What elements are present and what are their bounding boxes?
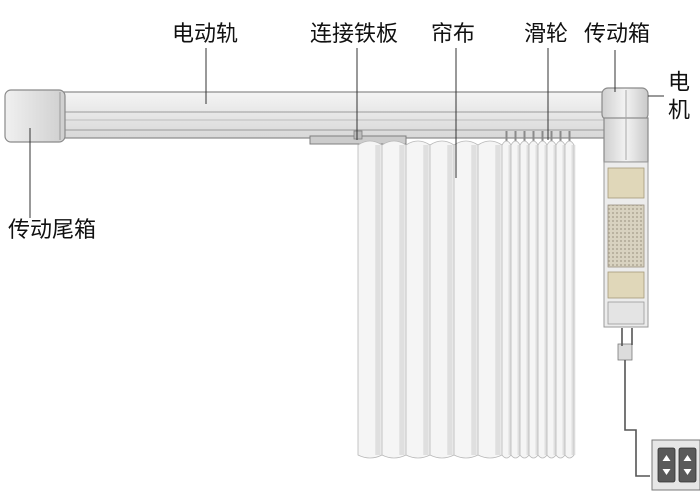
tail-box-body <box>4 89 66 143</box>
iron-plate-clip <box>353 130 363 140</box>
label-gearbox: 传动箱 <box>584 22 651 47</box>
curtain-fold-shade-wide-2 <box>423 145 429 455</box>
pulley-hook-1 <box>514 131 517 145</box>
pulley-hook-4 <box>541 131 544 145</box>
motor-gear-top <box>607 167 645 199</box>
transmission-tail-box <box>4 89 66 143</box>
control-cable <box>621 328 650 477</box>
pulley-hook-7 <box>568 131 571 145</box>
label-curtain-fabric: 帘布 <box>431 22 476 47</box>
curtain-fold-shade-narrow-0 <box>508 145 511 455</box>
curtain-fold-shade-narrow-7 <box>571 145 574 455</box>
connecting-iron-plate <box>309 130 407 145</box>
curtain-fold-shade-narrow-2 <box>526 145 529 455</box>
arrow-up-icon <box>662 455 671 461</box>
wall-switch <box>651 439 700 491</box>
pulley-hook-3 <box>532 131 535 145</box>
wall-switch-button-1[interactable] <box>678 447 697 483</box>
motor-gear-bottom <box>607 271 645 299</box>
gearbox-top <box>601 87 649 121</box>
curtain-fabric <box>357 140 576 459</box>
curtain-fold-shade-wide-0 <box>375 145 381 455</box>
curtain-fold-shade-wide-3 <box>447 145 453 455</box>
label-transmission-tail-box: 传动尾箱 <box>8 218 97 243</box>
pulley-hook-0 <box>505 131 508 145</box>
label-electric-rail: 电动轨 <box>172 22 239 47</box>
curtain-fold-shade-wide-1 <box>399 145 405 455</box>
label-motor: 电机 <box>664 70 689 126</box>
arrow-down-icon <box>683 469 692 475</box>
arrow-down-icon <box>662 469 671 475</box>
label-connecting-iron-plate: 连接铁板 <box>310 22 399 47</box>
curtain-fold-shade-wide-5 <box>495 145 501 455</box>
leader-lines <box>29 48 664 218</box>
motor-base <box>607 301 645 325</box>
arrow-up-icon <box>683 455 692 461</box>
curtain-fold-shade-narrow-6 <box>562 145 565 455</box>
gearbox-motor-assembly <box>601 87 649 361</box>
pulley-hook-5 <box>550 131 553 145</box>
curtain-fold-shade-narrow-5 <box>553 145 556 455</box>
electric-rail <box>59 91 609 145</box>
curtain-fold-shade-narrow-4 <box>544 145 547 455</box>
pulley-hook-2 <box>523 131 526 145</box>
label-pulley: 滑轮 <box>524 22 569 47</box>
motor-cable-plug <box>617 343 633 361</box>
rail-body <box>59 91 609 139</box>
curtain-fold-shade-wide-4 <box>471 145 477 455</box>
motor-mesh <box>607 204 645 268</box>
wall-switch-button-0[interactable] <box>657 447 676 483</box>
curtain-fold-shade-narrow-1 <box>517 145 520 455</box>
curtain-fold-shade-narrow-3 <box>535 145 538 455</box>
pulley-hook-6 <box>559 131 562 145</box>
